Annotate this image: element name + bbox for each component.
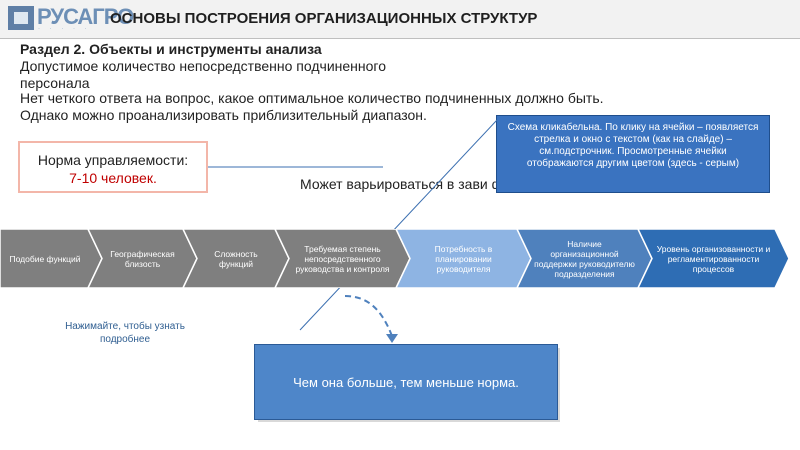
no-answer-line-2: Однако можно проанализировать приблизите…: [20, 107, 427, 123]
process-step-3[interactable]: Сложность функций: [214, 248, 258, 269]
norm-title: Норма управляемости:: [37, 152, 189, 168]
process-step-4[interactable]: Требуемая степень непосредственного руко…: [295, 243, 390, 274]
dashed-arrow-head: [386, 334, 398, 343]
norm-value: 7-10 человек.: [69, 170, 157, 186]
no-answer-text: Нет четкого ответа на вопрос, какое опти…: [20, 90, 610, 124]
norm-box: Норма управляемости: 7-10 человек.: [18, 141, 208, 193]
process-step-4-shape: [274, 229, 411, 288]
process-step-1[interactable]: Подобие функций: [9, 253, 81, 264]
rusagro-logo: РУСАГРО · · · · ·: [8, 4, 134, 34]
result-panel: Чем она больше, тем меньше норма.: [254, 344, 558, 420]
logo-mark-icon: [8, 6, 34, 30]
vary-text: Может варьироваться в зави факторов:: [300, 176, 510, 192]
process-step-5[interactable]: Потребность в планировании руководителя: [434, 243, 493, 274]
process-step-7[interactable]: Уровень организованности и регламентиров…: [656, 243, 771, 274]
process-step-2[interactable]: Географическая близость: [110, 248, 175, 269]
allowed-count-text: Допустимое количество непосредственно по…: [20, 58, 386, 91]
no-answer-line-1: Нет четкого ответа на вопрос, какое опти…: [20, 90, 604, 106]
process-step-6[interactable]: Наличие организационной поддержки руково…: [534, 238, 635, 279]
callout-connector-line: [299, 119, 498, 331]
callout-note: Схема кликабельна. По клику на ячейки – …: [496, 115, 770, 193]
slide-title: ОСНОВЫ ПОСТРОЕНИЯ ОРГАНИЗАЦИОННЫХ СТРУКТ…: [110, 10, 538, 27]
dashed-arrow: [344, 295, 393, 337]
process-chevron-flow: [0, 229, 790, 288]
hint-text: Нажимайте, чтобы узнать подробнее: [65, 321, 185, 345]
section-heading: Раздел 2. Объекты и инструменты анализа: [20, 41, 322, 57]
logo-subtext-dots: · · · · ·: [38, 26, 91, 32]
process-step-7-shape: [637, 229, 790, 288]
process-step-labels: Подобие функций Географическая близость Сл…: [0, 229, 800, 288]
process-step-3-shape: [182, 229, 290, 288]
process-step-5-shape: [395, 229, 532, 288]
logo-text: РУСАГРО: [37, 4, 134, 29]
slide-header: [0, 0, 800, 39]
process-step-6-shape: [516, 229, 653, 288]
process-step-2-shape: [87, 229, 198, 288]
